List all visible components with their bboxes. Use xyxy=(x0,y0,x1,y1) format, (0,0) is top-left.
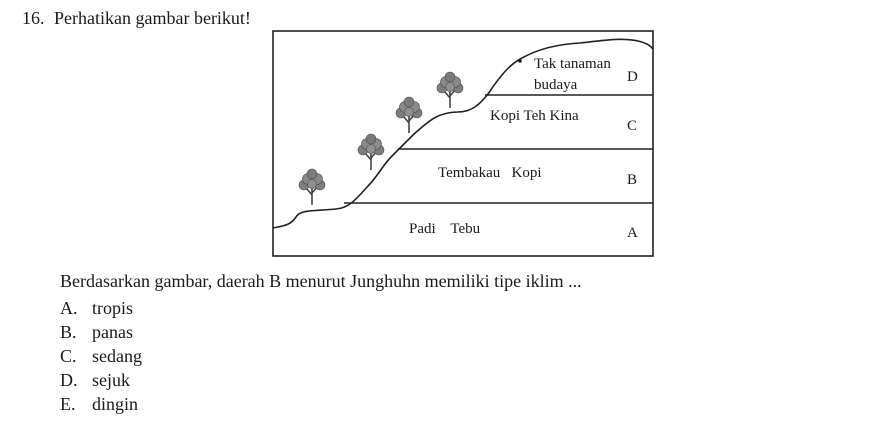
diagram-frame xyxy=(272,30,654,257)
option-letter: E. xyxy=(60,394,76,414)
tree-icon xyxy=(298,168,326,205)
option-d[interactable]: D. sejuk xyxy=(60,368,142,392)
option-letter: C. xyxy=(60,346,77,366)
zone-d-letter: D xyxy=(627,69,638,85)
mountain-slope xyxy=(272,38,654,229)
zone-d-crops-line2: budaya xyxy=(534,77,578,93)
option-text: tropis xyxy=(92,298,134,318)
option-a[interactable]: A. tropis xyxy=(60,296,142,320)
zone-a-crops: Padi Tebu xyxy=(409,221,481,237)
tree-icon xyxy=(436,71,464,108)
answer-options: A. tropis B. panas C. sedang D. sejuk E. ding… xyxy=(60,296,142,416)
zone-c-crops: Kopi Teh Kina xyxy=(490,108,579,124)
option-text: sejuk xyxy=(92,370,130,390)
option-text: panas xyxy=(92,322,133,342)
tree-icon xyxy=(357,133,385,170)
option-e[interactable]: E. dingin xyxy=(60,392,142,416)
option-c[interactable]: C. sedang xyxy=(60,344,142,368)
tree-icon xyxy=(395,96,423,133)
slope-peak-dot xyxy=(518,59,522,63)
zone-b-letter: B xyxy=(627,172,637,188)
option-letter: A. xyxy=(60,298,78,318)
zone-b-crops: Tembakau Kopi xyxy=(438,165,542,181)
question-text: Berdasarkan gambar, daerah B menurut Jun… xyxy=(60,271,582,291)
question-number: 16. xyxy=(22,8,45,28)
question-instruction: Perhatikan gambar berikut! xyxy=(54,8,251,28)
zone-a-letter: A xyxy=(627,225,638,241)
question-header: 16. Perhatikan gambar berikut! xyxy=(22,8,251,29)
option-text: sedang xyxy=(92,346,142,366)
option-letter: D. xyxy=(60,370,78,390)
zone-d-crops-line1: Tak tanaman xyxy=(534,56,611,72)
zone-c-letter: C xyxy=(627,118,637,134)
option-text: dingin xyxy=(92,394,139,414)
option-letter: B. xyxy=(60,322,77,342)
option-b[interactable]: B. panas xyxy=(60,320,142,344)
